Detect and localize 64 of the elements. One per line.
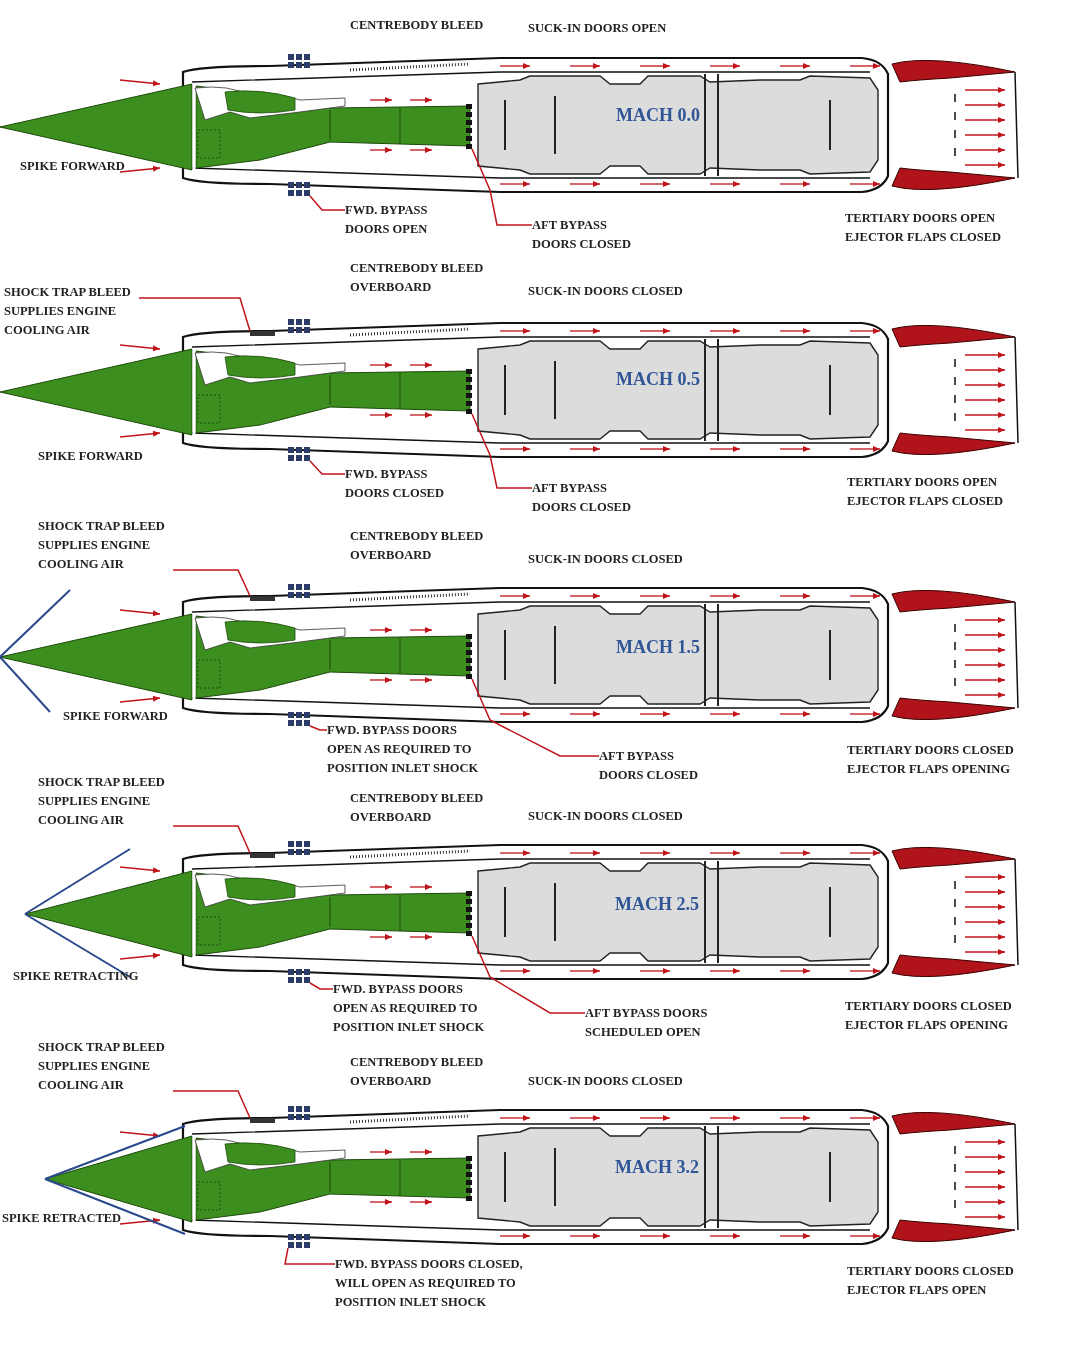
leader-line bbox=[471, 413, 533, 489]
callout-text: SHOCK TRAP BLEED SUPPLIES ENGINE COOLING AIR bbox=[38, 1038, 173, 1095]
bypass-door-row bbox=[466, 634, 472, 679]
part-label: TERTIARY DOORS CLOSED EJECTOR FLAPS OPENING bbox=[845, 998, 1013, 1034]
bypass-door-row bbox=[466, 104, 472, 149]
mach-number-label: MACH 0.0 bbox=[616, 105, 700, 126]
part-label: SPIKE FORWARD bbox=[38, 448, 144, 465]
leader-line bbox=[172, 569, 251, 597]
shock-trap-slot bbox=[250, 1118, 275, 1123]
callout-text: AFT BYPASS DOORS CLOSED bbox=[532, 216, 647, 254]
callout-text: SHOCK TRAP BLEED SUPPLIES ENGINE COOLING AIR bbox=[38, 773, 173, 830]
part-label: SUCK-IN DOORS CLOSED bbox=[528, 283, 684, 300]
leader-line bbox=[471, 935, 586, 1014]
leader-line bbox=[172, 1090, 251, 1119]
part-label: CENTREBODY BLEED OVERBOARD bbox=[350, 1054, 485, 1090]
callout-text: FWD. BYPASS DOORS CLOSED bbox=[345, 465, 455, 503]
mach-number-label: MACH 1.5 bbox=[616, 637, 700, 658]
bypass-door-grid bbox=[288, 182, 310, 196]
callout-text: SHOCK TRAP BLEED SUPPLIES ENGINE COOLING AIR bbox=[38, 517, 173, 574]
part-label: TERTIARY DOORS CLOSED EJECTOR FLAPS OPENING bbox=[847, 742, 1015, 778]
leader-line bbox=[172, 825, 251, 854]
bypass-door-grid bbox=[288, 712, 310, 726]
mach-number-label: MACH 2.5 bbox=[615, 894, 699, 915]
callout-text: FWD. BYPASS DOORS OPEN AS REQUIRED TO POSITION INLET SHOCK bbox=[327, 721, 492, 778]
bypass-door-grid bbox=[288, 969, 310, 983]
shock-trap-slot bbox=[250, 853, 275, 858]
leader-line bbox=[309, 725, 328, 731]
part-label: SUCK-IN DOORS CLOSED bbox=[528, 551, 684, 568]
leader-line bbox=[471, 678, 600, 757]
callout-text: SHOCK TRAP BLEED SUPPLIES ENGINE COOLING AIR bbox=[4, 283, 139, 340]
part-label: TERTIARY DOORS OPEN EJECTOR FLAPS CLOSED bbox=[847, 474, 1005, 510]
leader-line bbox=[309, 195, 346, 211]
callout-text: FWD. BYPASS DOORS OPEN AS REQUIRED TO POSITION INLET SHOCK bbox=[333, 980, 498, 1037]
bypass-door-row bbox=[466, 891, 472, 936]
bypass-door-grid bbox=[288, 447, 310, 461]
part-label: SUCK-IN DOORS CLOSED bbox=[528, 808, 684, 825]
bypass-door-grid bbox=[288, 1234, 310, 1248]
part-label: SUCK-IN DOORS OPEN bbox=[528, 20, 668, 37]
leader-line bbox=[138, 297, 251, 332]
part-label: TERTIARY DOORS CLOSED EJECTOR FLAPS OPEN bbox=[847, 1263, 1015, 1299]
mach-number-label: MACH 0.5 bbox=[616, 369, 700, 390]
shock-trap-slot bbox=[250, 596, 275, 601]
part-label: SPIKE FORWARD bbox=[20, 158, 126, 175]
part-label: CENTREBODY BLEED OVERBOARD bbox=[350, 528, 485, 564]
callout-text: AFT BYPASS DOORS SCHEDULED OPEN bbox=[585, 1004, 720, 1042]
part-label: CENTREBODY BLEED OVERBOARD bbox=[350, 260, 485, 296]
callout-text: FWD. BYPASS DOORS OPEN bbox=[345, 201, 455, 239]
callout-text: FWD. BYPASS DOORS CLOSED, WILL OPEN AS REQUIRED TO POSITION INLET SHOCK bbox=[335, 1255, 535, 1312]
leader-line bbox=[471, 148, 533, 226]
part-label: SPIKE RETRACTED bbox=[2, 1210, 123, 1227]
part-label: SPIKE RETRACTING bbox=[13, 968, 140, 985]
mach-number-label: MACH 3.2 bbox=[615, 1157, 699, 1178]
part-label: SUCK-IN DOORS CLOSED bbox=[528, 1073, 684, 1090]
part-label: CENTREBODY BLEED OVERBOARD bbox=[350, 790, 485, 826]
shock-trap-slot bbox=[250, 331, 275, 336]
leader-line bbox=[284, 1247, 336, 1265]
callout-text: AFT BYPASS DOORS CLOSED bbox=[532, 479, 647, 517]
bypass-door-row bbox=[466, 369, 472, 414]
leader-line bbox=[309, 460, 346, 475]
callout-text: AFT BYPASS DOORS CLOSED bbox=[599, 747, 714, 785]
part-label: CENTREBODY BLEED bbox=[350, 17, 485, 34]
leader-line bbox=[309, 982, 334, 990]
part-label: SPIKE FORWARD bbox=[63, 708, 169, 725]
part-label: TERTIARY DOORS OPEN EJECTOR FLAPS CLOSED bbox=[845, 210, 1003, 246]
